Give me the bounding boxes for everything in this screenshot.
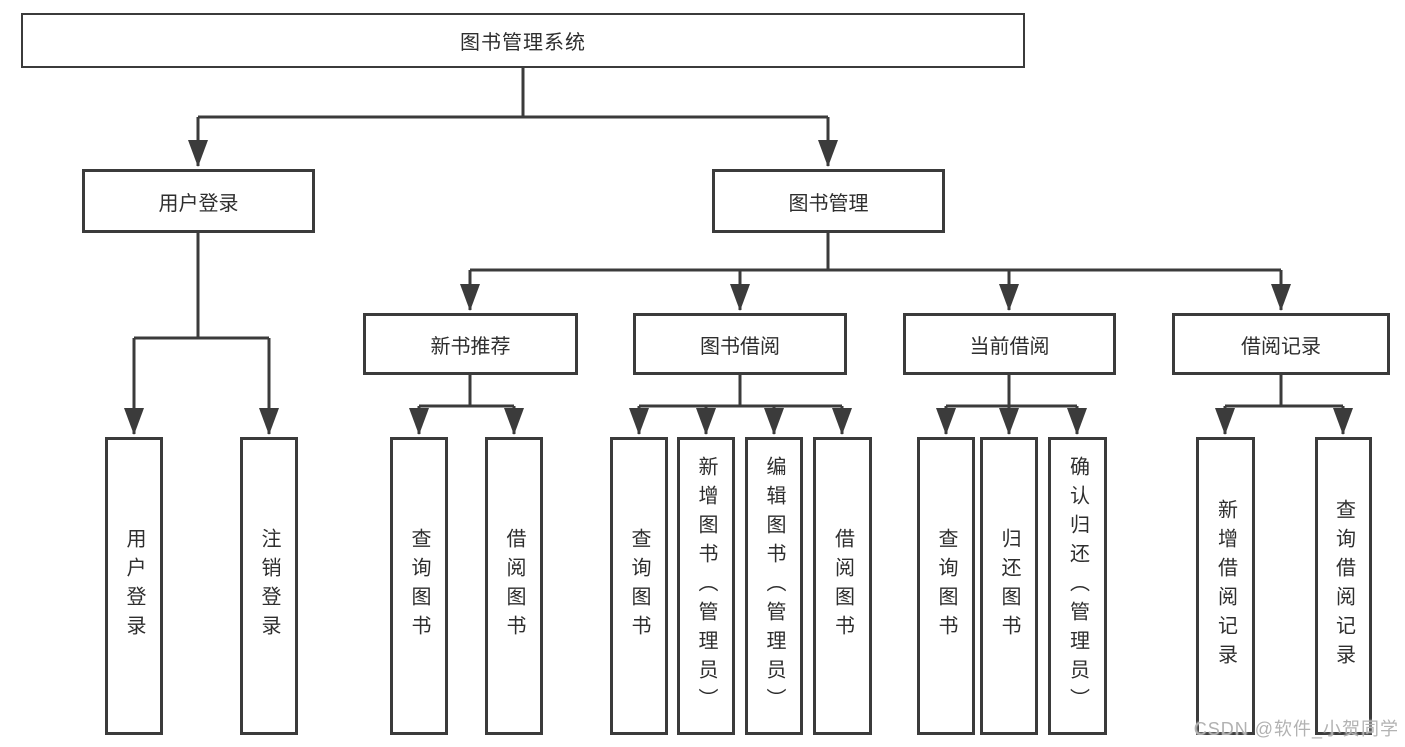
leaf-borrow-book: 借阅图书 (813, 437, 872, 735)
node-borrow-records: 借阅记录 (1172, 313, 1390, 375)
node-current-borrow: 当前借阅 (903, 313, 1116, 375)
leaf-return-book: 归还图书 (980, 437, 1038, 735)
node-user-login: 用户登录 (82, 169, 315, 233)
leaf-query-book-current: 查询图书 (917, 437, 975, 735)
leaf-add-borrow-record: 新增借阅记录 (1196, 437, 1255, 735)
node-book-borrow: 图书借阅 (633, 313, 847, 375)
leaf-logout: 注销登录 (240, 437, 298, 735)
leaf-query-book-borrow: 查询图书 (610, 437, 668, 735)
leaf-query-book-recommend: 查询图书 (390, 437, 448, 735)
leaf-user-login: 用户登录 (105, 437, 163, 735)
leaf-query-borrow-record: 查询借阅记录 (1315, 437, 1372, 735)
leaf-borrow-book-recommend: 借阅图书 (485, 437, 543, 735)
node-root: 图书管理系统 (21, 13, 1025, 68)
node-new-book-recommend: 新书推荐 (363, 313, 578, 375)
node-book-management: 图书管理 (712, 169, 945, 233)
leaf-add-book-admin: 新增图书（管理员） (677, 437, 735, 735)
watermark-text: CSDN @软件_小贺同学 (1193, 719, 1399, 739)
leaf-confirm-return-admin: 确认归还（管理员） (1048, 437, 1107, 735)
leaf-edit-book-admin: 编辑图书（管理员） (745, 437, 803, 735)
